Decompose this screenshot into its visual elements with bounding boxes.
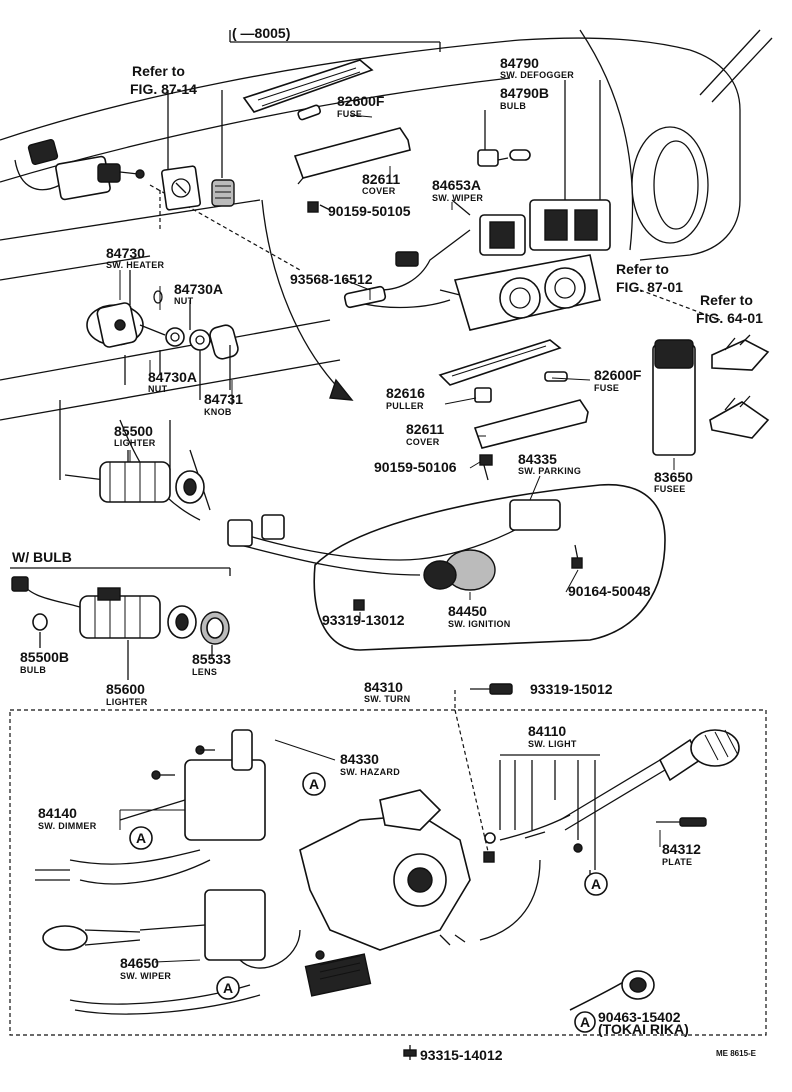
part-82611-a-number: 82611 — [362, 171, 400, 187]
lighter-group — [64, 450, 205, 504]
part-90164-number: 90164-50048 — [568, 583, 651, 599]
part-83650-name: FUSEE — [654, 484, 686, 494]
range-label: ( —8005) — [232, 25, 290, 41]
part-84790b-number: 84790B — [500, 85, 549, 101]
ref-87-01-line2: FIG. 87-01 — [616, 279, 683, 295]
part-84650-name: SW. WIPER — [120, 971, 171, 981]
part-82600f-b-name: FUSE — [594, 383, 619, 393]
part-84790-number: 84790 — [500, 55, 539, 71]
w-bulb-label: W/ BULB — [12, 549, 72, 565]
part-85533-name: LENS — [192, 667, 217, 677]
part-84310-number: 84310 — [364, 679, 403, 695]
part-84730-name: SW. HEATER — [106, 260, 165, 270]
combination-switch-box — [9, 709, 767, 1036]
corner-code: ME 8615-E — [716, 1049, 757, 1058]
ref-87-14-line2: FIG. 87-14 — [130, 81, 197, 97]
marker-a-1: A — [302, 772, 326, 796]
part-82611-b-name: COVER — [406, 437, 440, 447]
part-84653a-name: SW. WIPER — [432, 193, 483, 203]
part-84140-number: 84140 — [38, 805, 77, 821]
part-84110-name: SW. LIGHT — [528, 739, 577, 749]
part-85500b-name: BULB — [20, 665, 46, 675]
part-84730-number: 84730 — [106, 245, 145, 261]
svg-text:A: A — [309, 776, 319, 792]
ref-87-14-line1: Refer to — [132, 63, 185, 79]
ref-64-01-line2: FIG. 64-01 — [696, 310, 763, 326]
heater-switch-group — [14, 90, 301, 390]
part-84653a-number: 84653A — [432, 177, 481, 193]
part-84730a-a-number: 84730A — [174, 281, 223, 297]
ref-87-01-line1: Refer to — [616, 261, 669, 277]
lower-cover-group — [438, 339, 589, 481]
part-84310-name: SW. TURN — [364, 694, 410, 704]
switch-bezel-group — [343, 80, 721, 331]
part-84110-number: 84110 — [528, 723, 566, 739]
part-93319-a-number: 93319-13012 — [322, 612, 405, 628]
leader-lines — [119, 114, 675, 963]
steering-column-group — [227, 483, 666, 651]
part-84650-number: 84650 — [120, 955, 159, 971]
ref-64-01-line1: Refer to — [700, 292, 753, 308]
combination-switch-group — [35, 683, 740, 1060]
part-84312-name: PLATE — [662, 857, 692, 867]
part-84450-name: SW. IGNITION — [448, 619, 511, 629]
part-93319-b-number: 93319-15012 — [530, 681, 613, 697]
part-84335-number: 84335 — [518, 451, 557, 467]
part-82611-a-name: COVER — [362, 186, 396, 196]
part-93315-number: 93315-14012 — [420, 1047, 503, 1063]
fuse-cover-group — [242, 59, 411, 213]
part-90463-number: 90463-15402 — [598, 1009, 681, 1025]
part-84312-number: 84312 — [662, 841, 701, 857]
part-84330-number: 84330 — [340, 751, 379, 767]
part-84450-number: 84450 — [448, 603, 487, 619]
svg-text:A: A — [580, 1014, 590, 1030]
part-85500-number: 85500 — [114, 423, 153, 439]
part-85533-number: 85533 — [192, 651, 231, 667]
part-84330-name: SW. HAZARD — [340, 767, 400, 777]
part-82600f-a-name: FUSE — [337, 109, 362, 119]
part-82600f-a-number: 82600F — [337, 93, 385, 109]
part-84335-name: SW. PARKING — [518, 466, 581, 476]
part-82611-b-number: 82611 — [406, 421, 444, 437]
part-84790b-name: BULB — [500, 101, 526, 111]
svg-text:A: A — [223, 980, 233, 996]
part-84790-name: SW. DEFOGGER — [500, 70, 574, 80]
part-84731-number: 84731 — [204, 391, 243, 407]
part-82616-name: PULLER — [386, 401, 424, 411]
part-82616-number: 82616 — [386, 385, 425, 401]
svg-text:A: A — [591, 876, 601, 892]
lighter-with-bulb-group — [10, 567, 231, 680]
part-93568-number: 93568-16512 — [290, 271, 373, 287]
marker-a-3: A — [584, 872, 608, 896]
part-90159-b-number: 90159-50106 — [374, 459, 457, 475]
part-83650-number: 83650 — [654, 469, 693, 485]
arrow-head-icon — [329, 378, 354, 401]
part-84730a-a-name: NUT — [174, 296, 194, 306]
part-85600-number: 85600 — [106, 681, 145, 697]
part-90159-a-number: 90159-50105 — [328, 203, 411, 219]
fusee-group — [652, 334, 770, 456]
part-84730a-b-number: 84730A — [148, 369, 197, 385]
part-85500-name: LIGHTER — [114, 438, 156, 448]
svg-text:A: A — [136, 830, 146, 846]
part-82600f-b-number: 82600F — [594, 367, 642, 383]
marker-a-4: A — [216, 976, 240, 1000]
marker-a-2: A — [129, 826, 153, 850]
direction-arrow — [261, 199, 346, 396]
part-90463-name: (TOKAI RIKA) — [598, 1021, 689, 1037]
marker-a-5: A — [574, 1011, 596, 1033]
part-84140-name: SW. DIMMER — [38, 821, 97, 831]
range-bracket — [229, 30, 441, 52]
part-84731-name: KNOB — [204, 407, 232, 417]
part-85500b-number: 85500B — [20, 649, 69, 665]
part-84730a-b-name: NUT — [148, 384, 168, 394]
part-85600-name: LIGHTER — [106, 697, 148, 707]
